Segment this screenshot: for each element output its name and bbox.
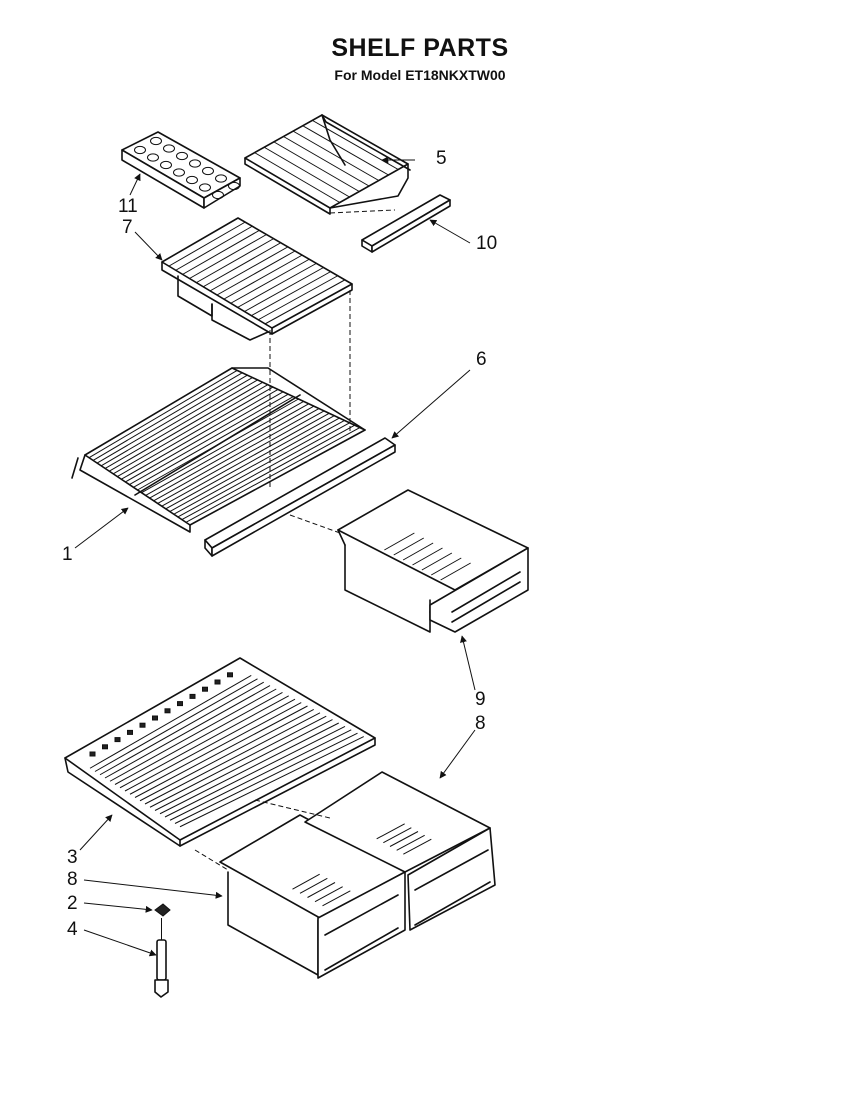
crisper-pan-right [304,771,496,931]
crisper-pan-left [219,814,406,979]
callout-10: 10 [476,233,498,254]
callout-5: 5 [436,148,447,169]
callout-2: 2 [67,893,78,914]
callout-6: 6 [476,349,487,370]
ice-cube-tray [121,131,241,209]
callout-8-top: 8 [475,713,486,734]
crisper-cover [64,657,376,847]
leader-lines [74,156,476,957]
bracket [154,903,171,917]
main-shelf [71,367,366,533]
callout-4: 4 [67,919,78,940]
callout-11: 11 [118,196,138,217]
callout-9: 9 [475,689,486,710]
meat-pan [337,489,529,633]
page-title: SHELF PARTS [331,34,509,62]
front-trim [204,437,396,557]
callout-8-bottom: 8 [67,869,78,890]
model-subtitle: For Model ET18NKXTW00 [334,67,506,83]
callout-3: 3 [67,847,78,868]
wire-rack [244,114,411,215]
screw [154,918,169,998]
assembly-lines [194,209,396,871]
callout-7: 7 [122,217,133,238]
top-shelf [161,217,353,341]
rack-rail [361,194,451,253]
callout-1: 1 [62,544,73,565]
